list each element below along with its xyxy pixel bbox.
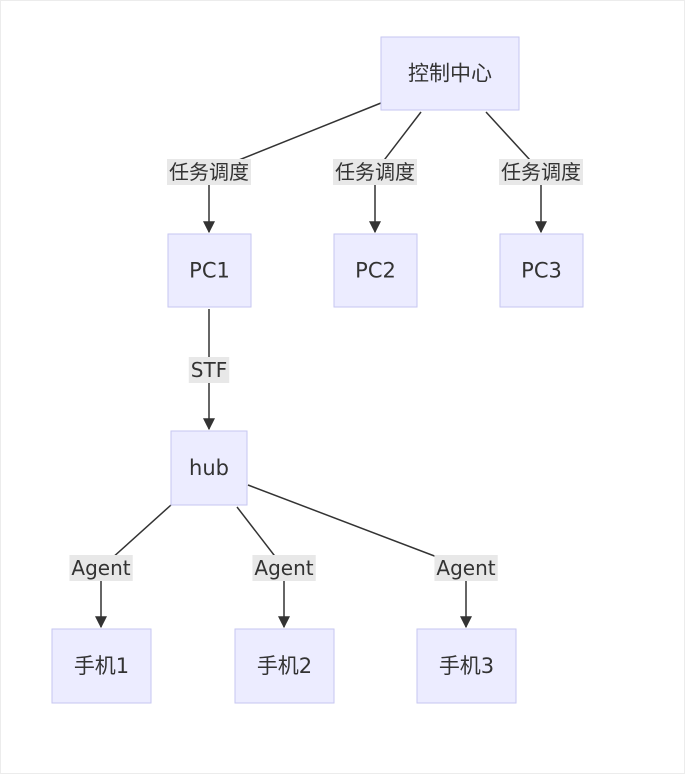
edge-label: 任务调度 [333,159,417,185]
edge-label: STF [188,357,230,383]
edge-label-background [333,159,417,185]
edge-label: Agent [69,555,133,581]
node-pc1: PC1 [167,233,252,308]
node-pc3: PC3 [499,233,584,308]
node-phone1: 手机1 [51,628,152,704]
edge-label-background [167,159,251,185]
node-phone3: 手机3 [416,628,517,704]
node-hub: hub [170,430,248,506]
node-label: PC2 [355,259,396,283]
node-box [416,628,517,704]
edge-label: 任务调度 [167,159,251,185]
edge-label-background [69,555,133,581]
edge-label: Agent [434,555,498,581]
edge-label-text: Agent [254,556,313,580]
edge-label-text: 任务调度 [169,160,249,184]
edge-labels-layer: 任务调度 任务调度 任务调度 STF Agent Agent Agent [69,159,583,581]
node-box [234,628,335,704]
node-label: hub [189,456,229,480]
node-phone2: 手机2 [234,628,335,704]
node-pc2: PC2 [333,233,418,308]
node-label: 手机1 [74,654,129,678]
edge-label: 任务调度 [499,159,583,185]
node-label: 控制中心 [408,62,492,86]
node-box [51,628,152,704]
edge-label-background [252,555,316,581]
edge-hub-phone3-line [247,484,467,569]
node-box [499,233,584,308]
edge-label-text: Agent [71,556,130,580]
edge-label-background [188,357,230,383]
node-label: 手机3 [439,654,494,678]
node-box [167,233,252,308]
edge-label-text: STF [191,358,227,382]
node-box [170,430,248,506]
edge-label-text: 任务调度 [501,160,581,184]
edge-label-background [434,555,498,581]
node-box [380,36,520,111]
nodes-layer: 控制中心 PC1 PC2 PC3 hub 手机1 手机2 手机3 [51,36,584,704]
edge-label-text: 任务调度 [335,160,415,184]
edge-label-text: Agent [436,556,495,580]
node-label: PC1 [189,259,230,283]
node-label: PC3 [521,259,562,283]
edge-label: Agent [252,555,316,581]
edge-label-background [499,159,583,185]
node-control: 控制中心 [380,36,520,111]
node-label: 手机2 [257,654,312,678]
node-box [333,233,418,308]
